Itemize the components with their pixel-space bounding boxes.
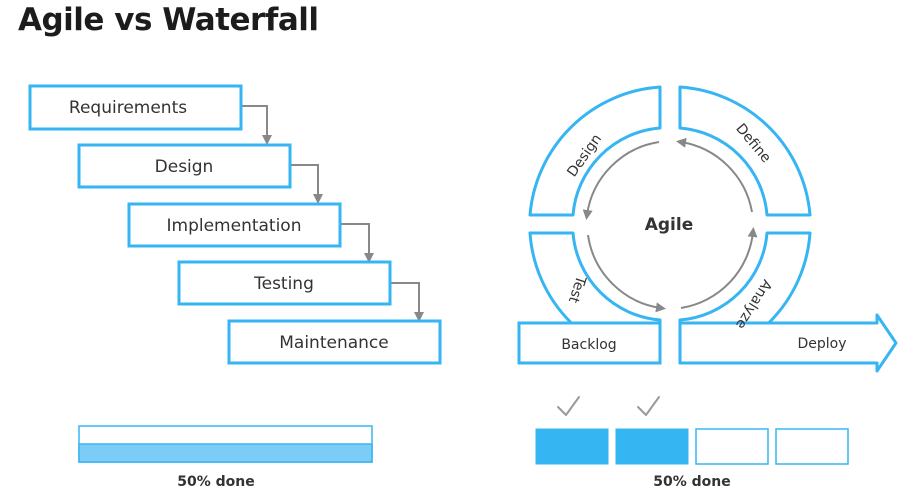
waterfall-progress-bar — [78, 425, 373, 463]
waterfall-step-implementation: Implementation — [127, 202, 342, 248]
agile-progress-boxes — [535, 396, 849, 465]
waterfall-step-requirements: Requirements — [28, 84, 243, 131]
waterfall-diagram: Requirements Design Implementation Testi… — [28, 84, 442, 490]
agile-deploy-label: Deploy — [797, 336, 846, 352]
waterfall-step-label: Maintenance — [279, 333, 388, 353]
agile-backlog-label: Backlog — [561, 337, 616, 353]
waterfall-arrow — [290, 164, 323, 204]
waterfall-arrow — [241, 105, 272, 145]
agile-backlog-box — [517, 321, 662, 365]
waterfall-step-testing: Testing — [177, 260, 392, 306]
checkmark-icon — [637, 396, 660, 416]
agile-diagram: Agile Design Define Test Analyze Backlog… — [517, 85, 898, 490]
waterfall-step-design: Design — [77, 143, 292, 189]
waterfall-progress-fill — [78, 443, 373, 463]
waterfall-progress-label: 50% done — [177, 474, 255, 490]
waterfall-arrow — [390, 282, 424, 322]
agile-center-label: Agile — [645, 215, 694, 235]
agile-progress-label: 50% done — [653, 474, 731, 490]
checkmark-icon — [557, 396, 580, 416]
sprint-box-pending — [695, 428, 769, 465]
agile-cycle-arrow — [582, 141, 660, 220]
agile-segment-define — [678, 85, 812, 217]
agile-segment-design — [528, 85, 662, 217]
sprint-box-completed — [535, 428, 609, 465]
sprint-box-pending — [775, 428, 849, 465]
waterfall-step-maintenance: Maintenance — [227, 319, 442, 365]
agile-cycle-arrow — [587, 234, 666, 313]
agile-deploy-arrow — [678, 313, 898, 373]
agile-cycle-arrow — [680, 227, 758, 309]
waterfall-step-label: Testing — [253, 274, 314, 294]
sprint-box-completed — [615, 428, 689, 465]
agile-cycle-arrow — [676, 137, 753, 213]
page-title: Agile vs Waterfall — [18, 2, 319, 38]
waterfall-arrow — [340, 223, 374, 263]
waterfall-step-label: Requirements — [69, 98, 187, 118]
waterfall-step-label: Design — [155, 157, 214, 177]
waterfall-step-label: Implementation — [167, 216, 302, 236]
